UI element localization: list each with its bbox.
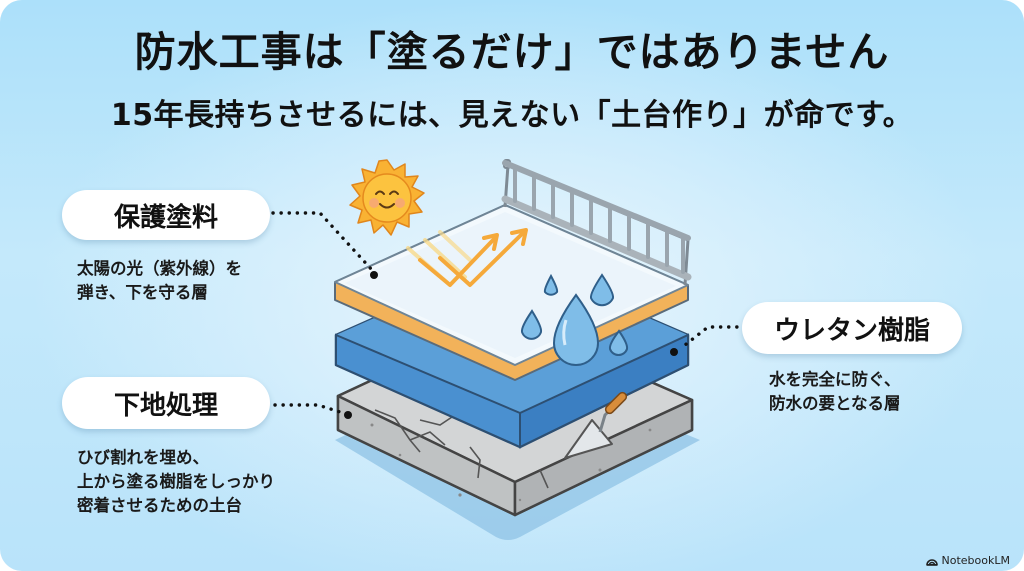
desc-urethane-resin: 水を完全に防ぐ、 防水の要となる層	[769, 370, 901, 413]
trowel-icon	[564, 391, 628, 459]
brand-watermark: NotebookLM	[925, 554, 1010, 567]
railing-icon	[501, 159, 692, 286]
page-subtitle: 15年長持ちさせるには、見えない「土台作り」が命です。	[110, 98, 914, 133]
layer-label: 下地処理	[113, 390, 218, 421]
desc-protective-coating: 太陽の光（紫外線）を 弾き、下を守る層	[77, 259, 242, 302]
layer-label: ウレタン樹脂	[773, 315, 930, 346]
sun-icon	[349, 159, 425, 236]
page-title: 防水工事は「塗るだけ」ではありません	[134, 28, 890, 76]
layer-label: 保護塗料	[113, 202, 218, 233]
notebooklm-logo-icon	[925, 558, 938, 566]
brand-name: NotebookLM	[941, 554, 1010, 567]
crack-icon	[374, 409, 549, 489]
label-protective-coating: 保護塗料	[62, 190, 270, 240]
label-substrate-prep: 下地処理	[62, 377, 270, 429]
label-urethane-resin: ウレタン樹脂	[742, 302, 962, 354]
desc-substrate-prep: ひび割れを埋め、 上から塗る樹脂をしっかり 密着させるための土台	[77, 448, 275, 515]
reflect-arrow-icon	[406, 228, 528, 287]
connector-lines	[271, 211, 747, 419]
water-drop-icon	[520, 273, 629, 366]
